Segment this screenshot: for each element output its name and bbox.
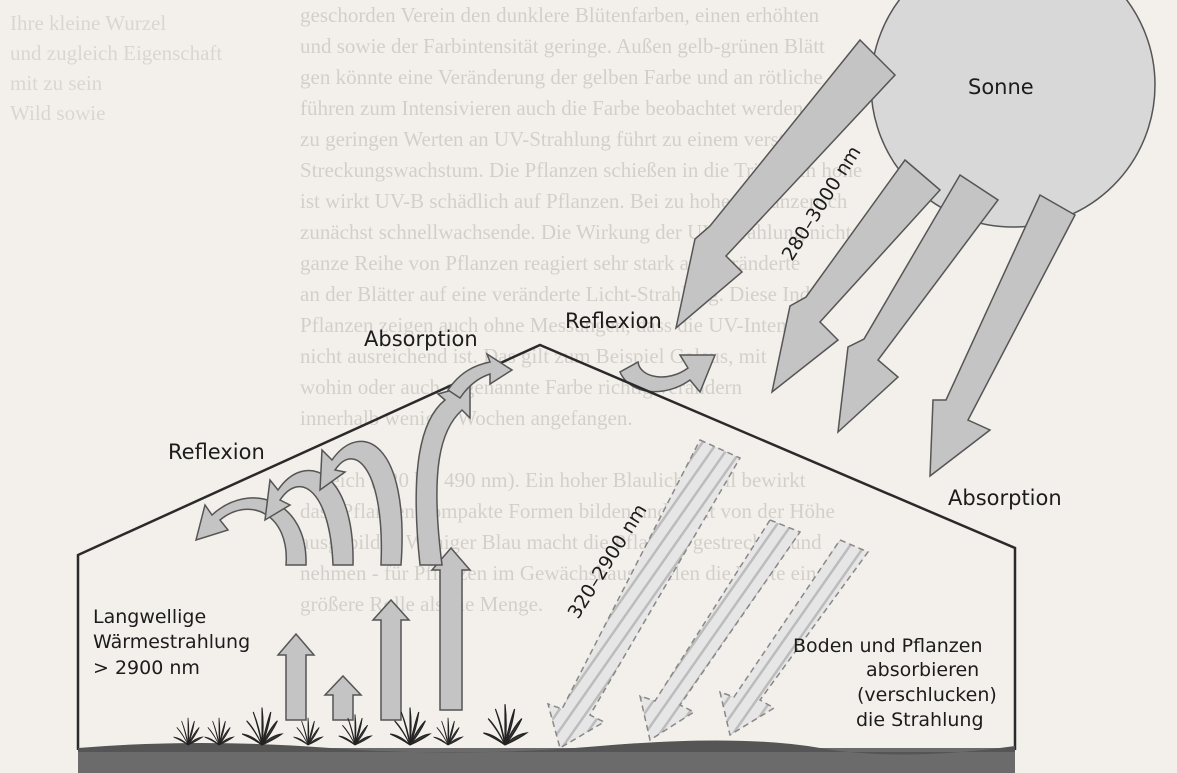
background-margin-line: mit zu sein bbox=[10, 71, 103, 95]
longwave-label-line1: Langwellige bbox=[93, 606, 206, 628]
soil-label-line2: absorbieren bbox=[866, 659, 979, 681]
roof-absorption-label: Absorption bbox=[364, 327, 478, 351]
longwave-label-line3: > 2900 nm bbox=[93, 657, 200, 679]
longwave-arrow-2 bbox=[325, 676, 361, 720]
plant-icon bbox=[294, 718, 323, 745]
longwave-arrow-1 bbox=[278, 634, 314, 720]
longwave-label-line2: Wärmestrahlung bbox=[93, 631, 250, 653]
background-text-line: geschorden Verein den dunklere Blütenfar… bbox=[300, 3, 820, 27]
background-text-line: zu geringen Werten an UV-Strahlung führt… bbox=[300, 127, 827, 151]
soil-label-line4: die Strahlung bbox=[856, 709, 984, 731]
plant-icon bbox=[174, 718, 203, 745]
curved-arrow-left bbox=[196, 498, 306, 565]
background-margin-line: und zugleich Eigenschaft bbox=[10, 41, 222, 65]
plant-icon bbox=[242, 708, 282, 745]
longwave-arrow-3 bbox=[373, 600, 409, 720]
plant-icon bbox=[205, 718, 234, 745]
left-reflexion-label: Reflexion bbox=[168, 440, 265, 464]
plant-icon bbox=[434, 718, 463, 745]
plant-icon bbox=[483, 704, 526, 745]
background-margin-line: Wild sowie bbox=[10, 101, 105, 125]
background-margin-line: Ihre kleine Wurzel bbox=[10, 11, 166, 35]
background-text-line: gen könnte eine Veränderung der gelben F… bbox=[300, 65, 823, 89]
background-text-line: an der Blätter auf eine veränderte Licht… bbox=[300, 282, 823, 306]
background-text-line: größere Rolle als die Menge. bbox=[300, 592, 543, 616]
soil-label-line1: Boden und Pflanzen bbox=[793, 635, 983, 657]
background-text-line: ausgebildet. Weniger Blau macht die Pfla… bbox=[300, 530, 822, 554]
background-text-line: führen zum Intensivieren auch die Farbe … bbox=[300, 96, 808, 120]
background-margin-text: Ihre kleine Wurzel und zugleich Eigenscha… bbox=[10, 11, 222, 125]
background-text-line: und sowie der Farbintensität geringe. Au… bbox=[300, 34, 825, 58]
sun-label: Sonne bbox=[968, 75, 1034, 99]
roof-reflexion-label: Reflexion bbox=[565, 309, 662, 333]
right-absorption-label: Absorption bbox=[948, 486, 1062, 510]
soil-label-line3: (verschlucken) bbox=[857, 684, 997, 706]
